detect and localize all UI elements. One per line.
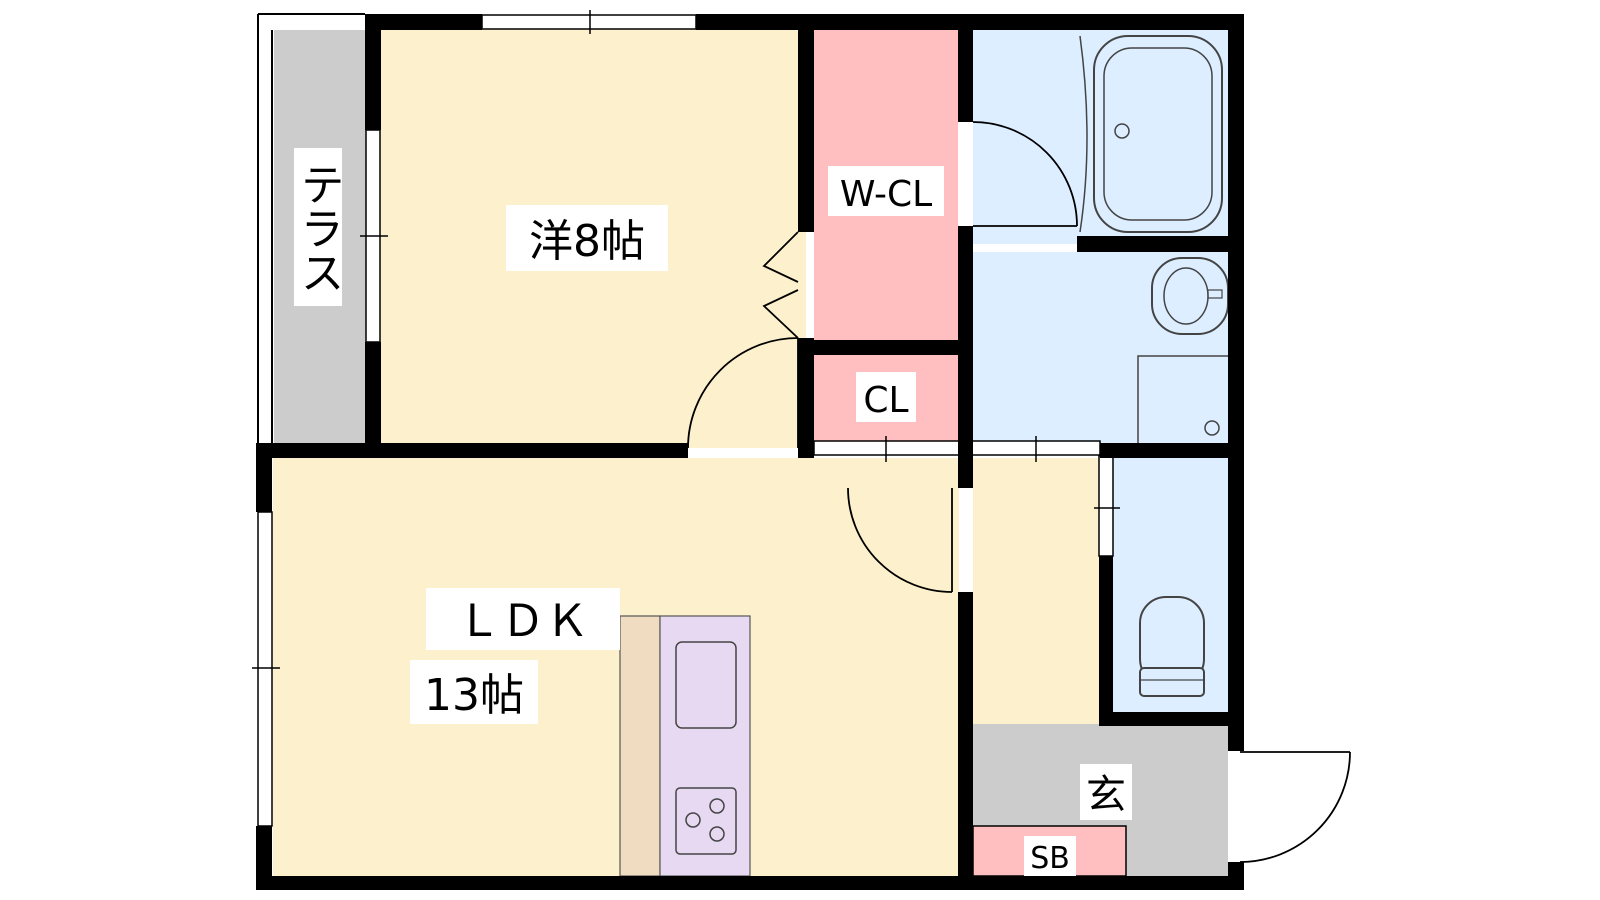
hallway bbox=[973, 458, 1099, 724]
closet-label: CL bbox=[863, 380, 908, 421]
kitchen-counter bbox=[619, 615, 751, 877]
ldk-size-label: 13帖 bbox=[424, 670, 524, 721]
ldk-label: ＬＤＫ bbox=[457, 596, 589, 647]
western-room-label: 洋8帖 bbox=[529, 216, 645, 267]
toilet-icon bbox=[1139, 596, 1205, 697]
entrance-label: 玄 bbox=[1086, 772, 1126, 818]
washing-machine-space bbox=[1137, 355, 1228, 444]
ldk-room bbox=[273, 458, 959, 876]
walk-in-closet-label: W-CL bbox=[840, 174, 932, 215]
walls bbox=[256, 14, 1244, 890]
windows bbox=[252, 10, 1120, 827]
shoe-box-label: SB bbox=[1030, 841, 1070, 876]
room-labels: テラス 洋8帖 W-CL CL ＬＤＫ 13帖 玄 SB bbox=[293, 148, 1132, 876]
sink-icon bbox=[1151, 257, 1229, 335]
bathtub-icon bbox=[1079, 35, 1223, 233]
terrace-label: テラス bbox=[293, 162, 344, 294]
